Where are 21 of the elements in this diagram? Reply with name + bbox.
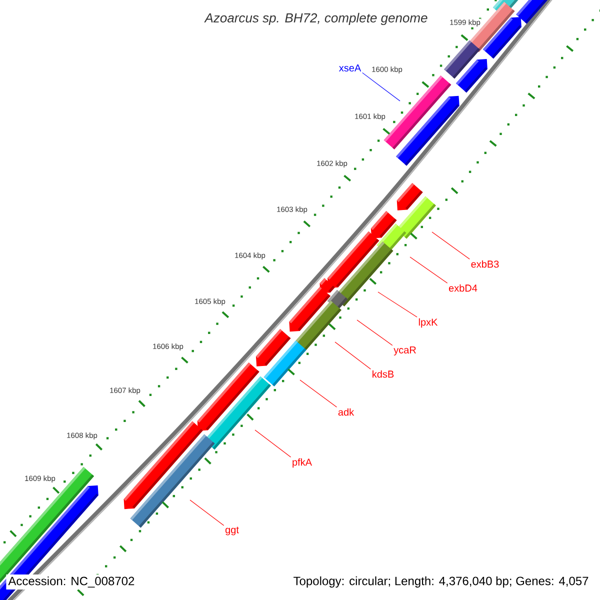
leader-line (254, 430, 292, 458)
gene-label: lpxK (418, 318, 438, 328)
leader-line (190, 500, 224, 526)
gene-label: exbD4 (448, 284, 478, 292)
leader-line (410, 256, 448, 284)
gene-label: exbB3 (471, 260, 499, 268)
accession-label: Accession: NC_008702 (6, 574, 137, 590)
leader-line (334, 342, 371, 370)
leader-line (378, 292, 418, 318)
gene-label: kdsB (372, 370, 394, 378)
gene-label: adk (338, 408, 354, 416)
genome-info-label: Topology: circular; Length: 4,376,040 bp; Genes: 4,057 (291, 574, 591, 590)
leader-line (432, 232, 470, 260)
gene-label: xseA (339, 64, 362, 72)
gene-label: pfkA (292, 458, 312, 468)
leader-line (356, 320, 393, 346)
gene-label: ycaR (394, 346, 416, 356)
leader-line (362, 72, 400, 102)
gene-label: ggt (225, 526, 239, 536)
leader-line (300, 380, 338, 408)
title: Azoarcus sp. BH72, complete genome (204, 12, 429, 26)
